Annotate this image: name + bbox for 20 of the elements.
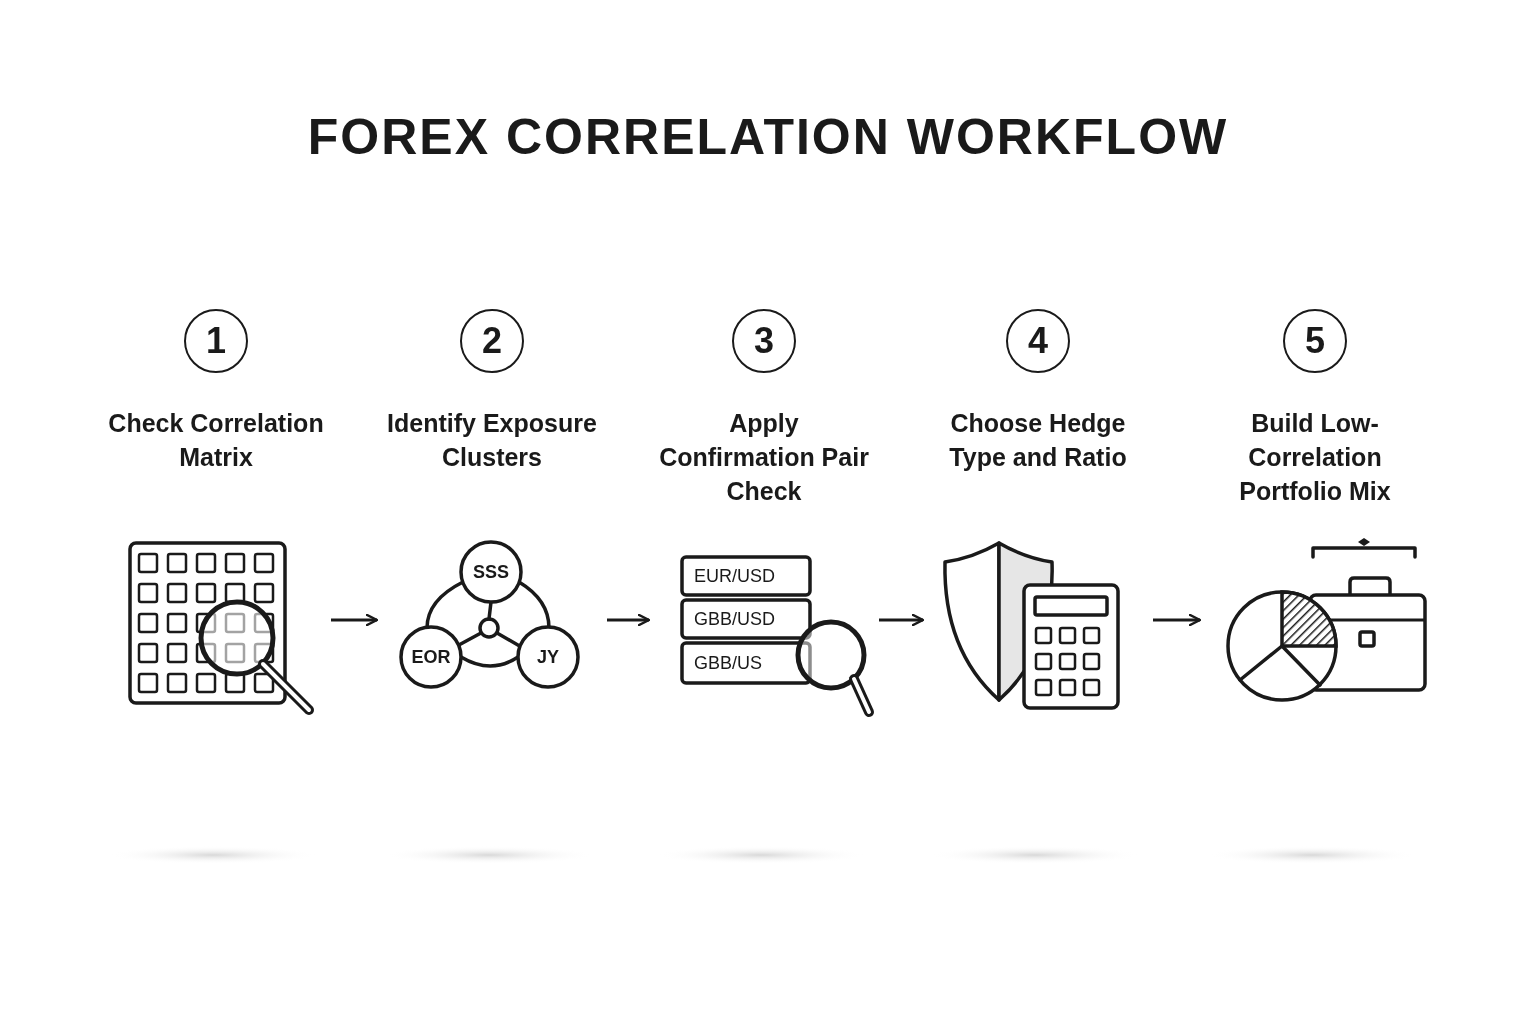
step-title: Choose Hedge Type and Ratio bbox=[948, 408, 1128, 473]
step-title: Identify Exposure Clusters bbox=[386, 408, 598, 473]
step-number: 1 bbox=[184, 309, 248, 373]
step-number: 2 bbox=[460, 309, 524, 373]
step-number: 4 bbox=[1006, 309, 1070, 373]
arrow bbox=[879, 613, 925, 627]
currency-pair-label: GBB/USD bbox=[694, 609, 776, 629]
step-title: Check Correlation Matrix bbox=[107, 408, 325, 473]
arrow bbox=[1153, 613, 1202, 627]
arrow bbox=[607, 613, 651, 627]
currency-label: SSS bbox=[473, 562, 509, 582]
currency-label: JY bbox=[537, 647, 559, 667]
step-title: Build Low-Correlation Portfolio Mix bbox=[1238, 408, 1392, 507]
step-title: Apply Confirmation Pair Check bbox=[658, 408, 870, 507]
currency-label: EOR bbox=[411, 647, 451, 667]
arrow bbox=[331, 613, 379, 627]
currency-pair-label: EUR/USD bbox=[694, 566, 775, 586]
step-number: 3 bbox=[732, 309, 796, 373]
step-number: 5 bbox=[1283, 309, 1347, 373]
diagram-title: FOREX CORRELATION WORKFLOW bbox=[306, 108, 1230, 166]
